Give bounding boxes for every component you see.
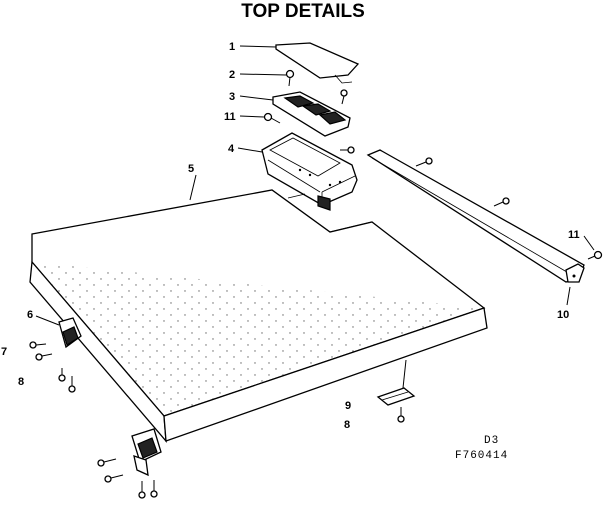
side-rail-part [366, 149, 585, 283]
screw-part-11-upper [263, 112, 281, 124]
callout-9: 9 [345, 400, 351, 412]
leader-lines [35, 45, 595, 389]
callout-4: 4 [228, 143, 235, 155]
screw-part-7-group [29, 341, 53, 361]
callout-10: 10 [557, 309, 569, 321]
callout-11-upper: 11 [224, 111, 236, 123]
callout-11-lower: 11 [568, 229, 580, 241]
screw-part-8-right [397, 407, 405, 423]
callout-7: 7 [1, 346, 7, 358]
screw-part-3b [340, 89, 348, 105]
screw-part-11-lower [587, 250, 603, 260]
control-housing-part [261, 132, 358, 211]
rail-screw-b [493, 197, 510, 207]
table-top-part [29, 189, 488, 443]
lid-cover-part [275, 42, 360, 84]
screw-part-2 [285, 69, 295, 87]
callout-3: 3 [229, 91, 235, 103]
control-plate-part [272, 91, 351, 137]
screw-small-4 [340, 146, 355, 154]
bracket-part-6 [58, 317, 82, 349]
bottom-bracket [131, 428, 162, 477]
callout-1: 1 [229, 41, 235, 53]
screw-part-8-left [58, 368, 76, 393]
callout-2: 2 [229, 69, 235, 81]
callout-8-left: 8 [18, 376, 24, 388]
page-code: D3 [484, 435, 499, 447]
callout-6: 6 [27, 309, 33, 321]
clip-part-9 [376, 387, 416, 406]
rail-screw-a [415, 157, 433, 167]
figure-code: F760414 [455, 450, 508, 462]
bottom-screws [97, 458, 158, 499]
callout-8-right: 8 [344, 419, 350, 431]
diagram-title: TOP DETAILS [241, 1, 365, 22]
callout-5: 5 [188, 163, 194, 175]
